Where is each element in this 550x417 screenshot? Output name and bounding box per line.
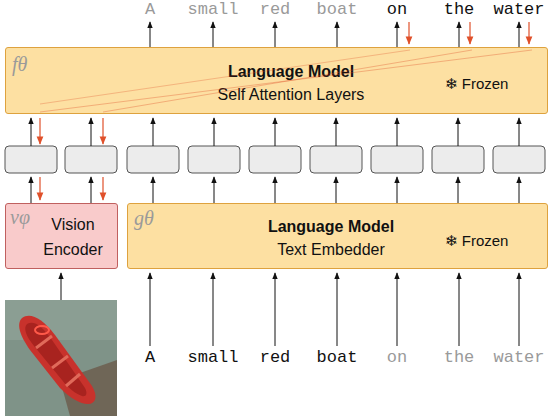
flow-arrow	[31, 177, 32, 203]
flow-arrow	[397, 22, 398, 47]
embedding-slot	[127, 146, 179, 173]
flow-arrow	[459, 273, 460, 346]
box-title: Language Model	[221, 217, 441, 237]
function-symbol: fθ	[12, 54, 52, 74]
function-symbol: vφ	[10, 207, 50, 227]
flow-arrow	[213, 273, 214, 346]
flow-arrow	[153, 177, 154, 203]
output-token: water	[479, 0, 550, 20]
box-subtitle: Text Embedder	[221, 240, 441, 260]
flow-arrow	[275, 273, 276, 346]
language-model-box: fθ Language ModelSelf Attention Layers ❄ F…	[5, 47, 548, 114]
input-token: boat	[297, 348, 377, 368]
gradient-arrow	[528, 22, 529, 44]
flow-arrow	[337, 22, 338, 47]
output-token: the	[419, 0, 499, 20]
input-token: A	[110, 348, 190, 368]
embedding-slot	[371, 146, 423, 173]
flow-arrow	[337, 273, 338, 346]
embedding-slot	[493, 146, 545, 173]
vision-encoder-box: vφVision Encoder	[5, 203, 118, 269]
gradient-arrow	[408, 22, 409, 44]
flow-arrow	[213, 22, 214, 47]
flow-arrow	[214, 177, 215, 203]
boat-ring	[35, 326, 49, 334]
flow-arrow	[397, 177, 398, 203]
gradient-arrow	[469, 22, 470, 44]
flow-arrow	[275, 177, 276, 203]
flow-arrow	[519, 177, 520, 203]
box-subtitle: Self Attention Layers	[181, 85, 401, 105]
input-token: water	[479, 348, 550, 368]
flow-arrow	[519, 273, 520, 346]
flow-arrow	[397, 118, 398, 146]
boat-interior	[25, 323, 86, 396]
flow-arrow	[336, 118, 337, 146]
flow-arrow	[458, 118, 459, 146]
embedding-slot	[65, 146, 117, 173]
text-embedder-box: gθ Language ModelText Embedder❄ Frozen	[127, 203, 548, 269]
flow-arrow	[91, 177, 92, 203]
embedding-slot	[432, 146, 484, 173]
boat-photo	[5, 300, 117, 416]
flow-arrow	[275, 118, 276, 146]
gradient-arrow	[102, 177, 103, 200]
input-token: red	[235, 348, 315, 368]
flow-arrow	[519, 22, 520, 47]
flow-arrow	[336, 177, 337, 203]
flow-arrow	[31, 118, 32, 146]
output-token: red	[235, 0, 315, 20]
flow-arrow	[458, 177, 459, 203]
output-token: small	[173, 0, 253, 20]
flow-arrow	[91, 118, 92, 146]
flow-arrow	[519, 118, 520, 146]
output-token: boat	[297, 0, 377, 20]
embedding-slot	[5, 146, 57, 173]
frozen-tag: ❄ Frozen	[445, 231, 545, 251]
function-symbol: gθ	[134, 208, 174, 228]
flow-arrow	[150, 273, 151, 346]
flow-arrow	[153, 118, 154, 146]
embedding-slot	[249, 146, 301, 173]
box-title: Vision Encoder	[28, 212, 118, 262]
boat-seat	[66, 374, 80, 386]
flow-arrow	[397, 273, 398, 346]
flow-arrow	[150, 22, 151, 47]
water-background	[5, 300, 117, 416]
frozen-tag: ❄ Frozen	[445, 74, 545, 94]
flow-arrow	[61, 273, 62, 300]
boat-seat	[52, 356, 68, 368]
embedding-slot	[188, 146, 240, 173]
boat-seat	[36, 336, 52, 348]
flow-arrow	[214, 118, 215, 146]
box-title: Language Model	[181, 62, 401, 82]
output-token: A	[110, 0, 190, 20]
flow-arrow	[275, 22, 276, 47]
flow-arrow	[459, 22, 460, 47]
gradient-arrow	[102, 118, 103, 144]
input-token: the	[419, 348, 499, 368]
embedding-slots	[5, 146, 545, 173]
input-token: on	[357, 348, 437, 368]
gradient-arrow	[39, 118, 40, 144]
output-token: on	[357, 0, 437, 20]
boat-hull	[19, 316, 95, 404]
input-token: small	[173, 348, 253, 368]
gradient-arrow	[39, 177, 40, 200]
embedding-slot	[310, 146, 362, 173]
